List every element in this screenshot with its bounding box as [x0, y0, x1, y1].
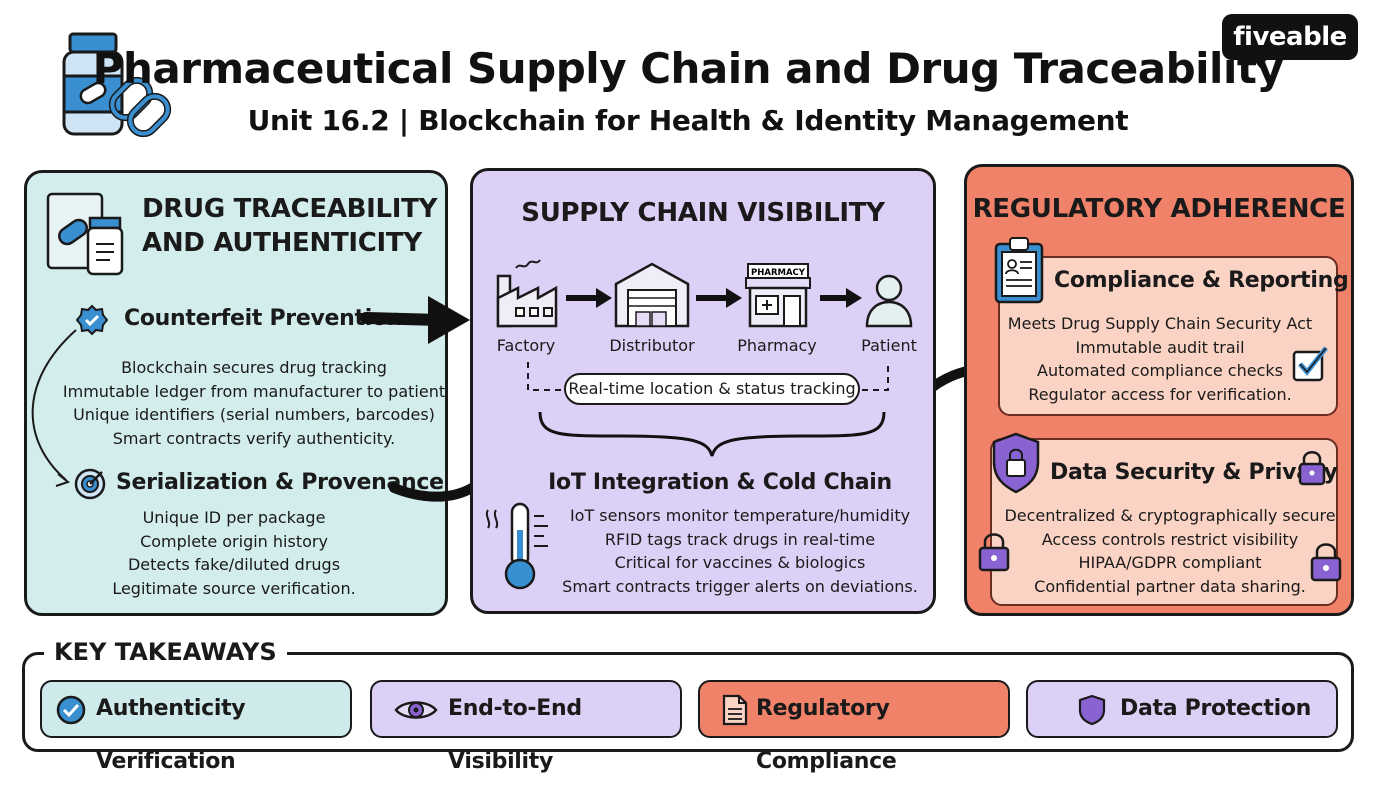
lock-icon [1308, 540, 1344, 586]
stage-label-distributor: Distributor [609, 336, 695, 355]
takeaway-label: Authenticity Verification [96, 696, 246, 774]
takeaway-label: End-to-End Visibility [448, 696, 582, 774]
security-text: Decentralized & cryptographically secure… [1004, 504, 1336, 598]
regulatory-heading: REGULATORY ADHERENCE [972, 194, 1346, 224]
text-line: Complete origin history [140, 531, 328, 551]
text-line: Smart contracts trigger alerts on deviat… [562, 576, 918, 596]
text-line: Critical for vaccines & biologics [614, 553, 866, 572]
text-line: HIPAA/GDPR compliant [1078, 553, 1262, 572]
title-rule [262, 650, 1332, 656]
stage-label-factory: Factory [496, 336, 556, 355]
pharmacy-sign: PHARMACY [751, 268, 806, 278]
header-illustration [60, 30, 172, 140]
traceability-heading-line1: DRUG TRACEABILITY [142, 194, 438, 224]
shield-icon [1078, 694, 1106, 726]
compliance-card [998, 256, 1338, 416]
text-line: Unique identifiers (serial numbers, barc… [73, 405, 435, 424]
page-title: Pharmaceutical Supply Chain and Drug Tra… [92, 44, 1284, 93]
text-line: Confidential partner data sharing. [1034, 576, 1306, 596]
thermometer-icon [482, 500, 566, 596]
lock-icon [1296, 448, 1328, 490]
stage-label-pharmacy: Pharmacy [737, 336, 817, 355]
pill-bottle-chain-icon [62, 32, 172, 138]
takeaway-protection: Data Protection [1026, 680, 1338, 738]
counterfeit-text: Blockchain secures drug tracking Immutab… [44, 356, 464, 450]
serialization-title: Serialization & Provenance [116, 470, 444, 495]
check-circle-icon [56, 695, 86, 725]
page-subtitle: Unit 16.2 | Blockchain for Health & Iden… [247, 104, 1129, 137]
text-line: Legitimate source verification. [112, 578, 356, 598]
compliance-title: Compliance & Reporting [1054, 268, 1349, 293]
text-line: Immutable ledger from manufacturer to pa… [62, 381, 446, 401]
clipboard-icon [992, 236, 1046, 310]
iot-title: IoT Integration & Cold Chain [548, 470, 892, 495]
takeaway-regulatory: Regulatory Compliance [698, 680, 1010, 774]
counterfeit-title: Counterfeit Prevention [124, 306, 403, 331]
text-line: Meets Drug Supply Chain Security Act [1007, 314, 1313, 333]
text-line: Detects fake/diluted drugs [127, 555, 341, 574]
factory-icon [494, 254, 558, 330]
compliance-text: Meets Drug Supply Chain Security Act Imm… [1000, 312, 1320, 406]
text-line: Access controls restrict visibility [1041, 529, 1299, 549]
pharmacy-storefront-icon: PHARMACY [744, 262, 812, 332]
curved-connector [31, 329, 77, 481]
logo-tail [1252, 58, 1268, 68]
visibility-heading: SUPPLY CHAIN VISIBILITY [521, 198, 885, 228]
document-icon [722, 694, 748, 726]
traceability-heading-line2: AND AUTHENTICITY [142, 228, 422, 258]
stage-label-patient: Patient [861, 336, 917, 355]
shield-lock-icon [990, 432, 1042, 498]
tracking-pill: Real-time location & status tracking [564, 373, 860, 405]
eye-icon [394, 701, 438, 719]
flow-arrows [527, 288, 889, 457]
brand-logo: fiveable [1222, 14, 1358, 60]
brace [538, 411, 886, 457]
check-badge-icon [75, 304, 109, 340]
text-line: Regulator access for verification. [1028, 384, 1292, 404]
iot-text: IoT sensors monitor temperature/humidity… [560, 504, 920, 598]
takeaway-authenticity: Authenticity Verification [40, 680, 352, 774]
drug-package-icon [44, 190, 134, 284]
target-icon [74, 468, 106, 504]
serialization-text: Unique ID per package Complete origin hi… [44, 506, 424, 600]
takeaway-label: Data Protection [1120, 696, 1312, 721]
takeaway-label: Regulatory Compliance [756, 696, 897, 774]
distributor-warehouse-icon [614, 262, 690, 332]
security-card [990, 438, 1338, 606]
arrow-to-visibility [360, 312, 446, 326]
lock-icon [976, 530, 1012, 576]
text-line: Unique ID per package [142, 508, 326, 527]
checkbox-icon [1290, 344, 1330, 388]
text-line: Blockchain secures drug tracking [121, 358, 387, 377]
text-line: IoT sensors monitor temperature/humidity [569, 506, 911, 525]
takeaways-title: KEY TAKEAWAYS [44, 638, 287, 666]
patient-person-icon [864, 272, 914, 332]
security-title: Data Security & Privacy [1050, 460, 1338, 485]
text-line: Immutable audit trail [1075, 337, 1245, 357]
text-line: Automated compliance checks [1037, 361, 1283, 380]
text-line: RFID tags track drugs in real-time [604, 529, 876, 549]
text-line: Smart contracts verify authenticity. [112, 428, 396, 448]
takeaway-visibility: End-to-End Visibility [370, 680, 682, 774]
text-line: Decentralized & cryptographically secure [1004, 506, 1336, 525]
